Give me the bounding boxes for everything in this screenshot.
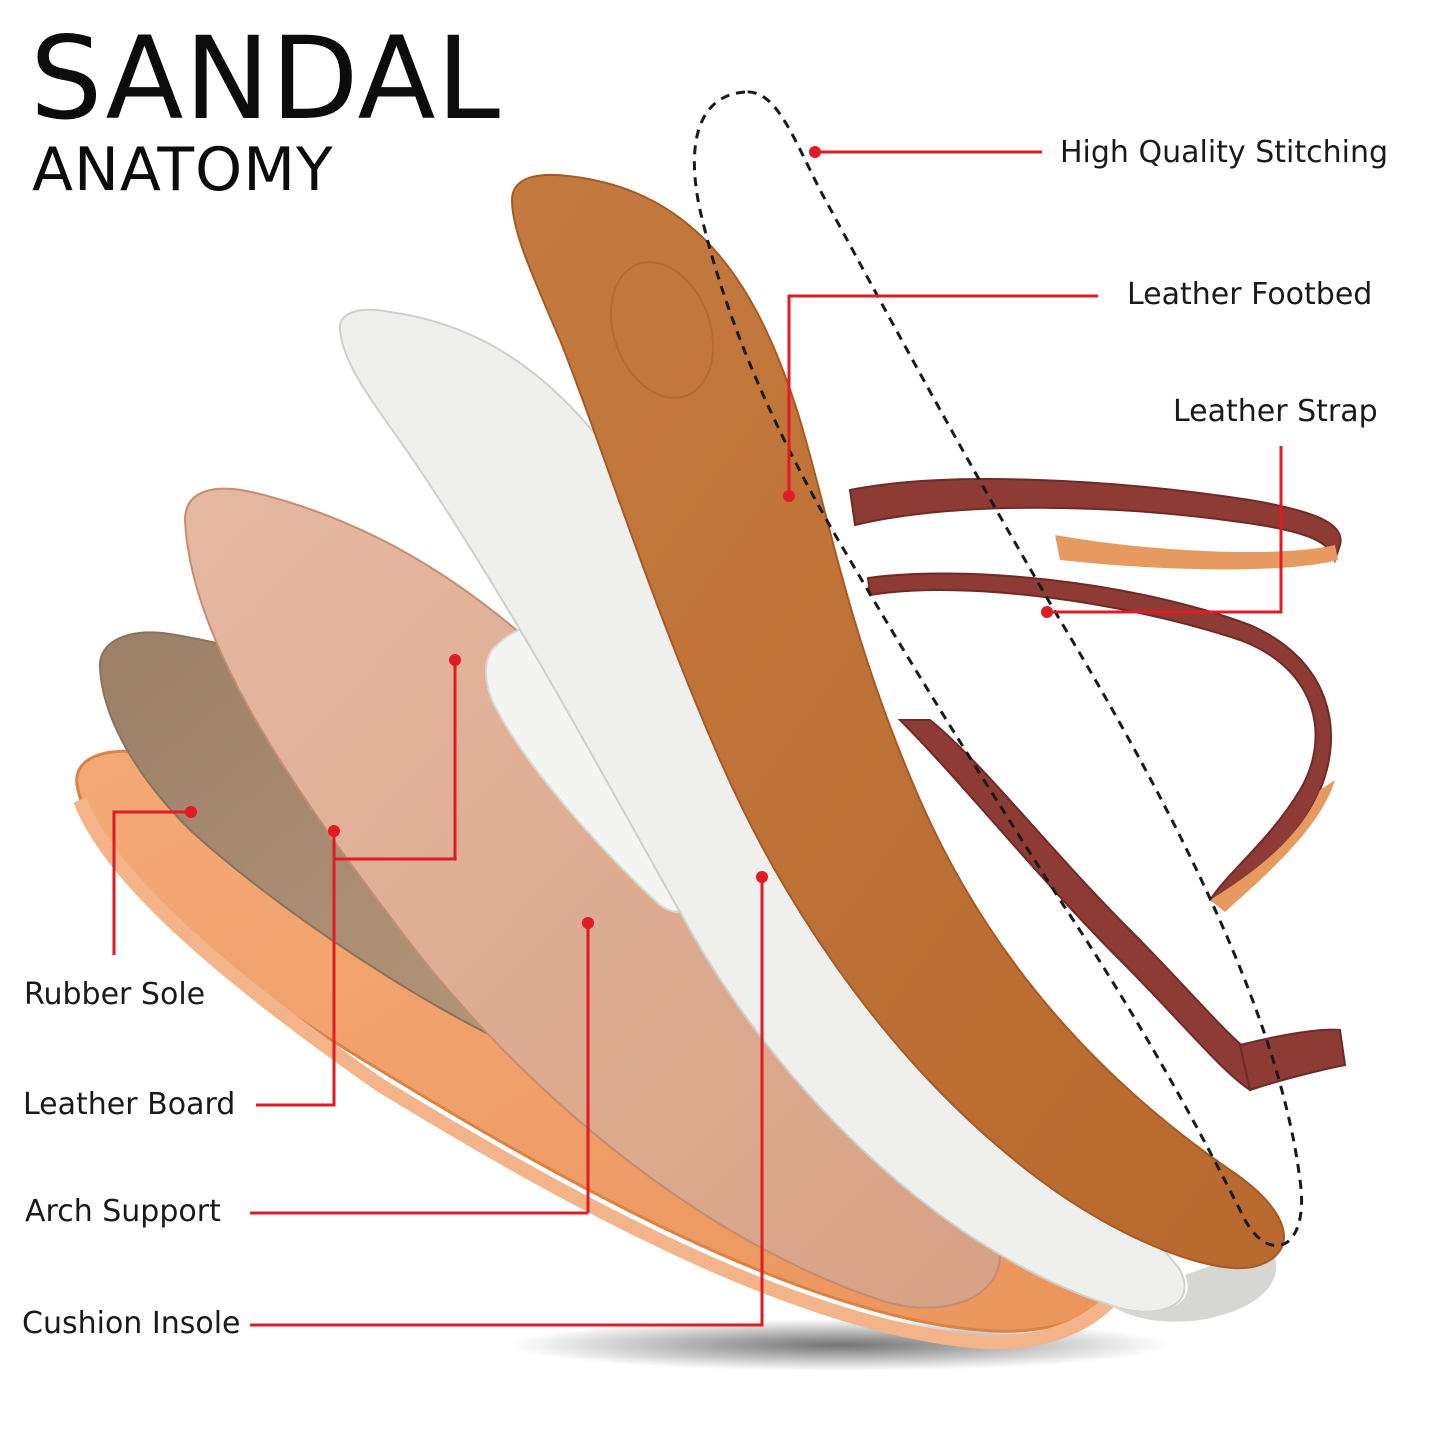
dot-cork xyxy=(449,654,461,666)
leather-strap-upper-tan xyxy=(1055,535,1338,570)
leader-lines xyxy=(112,150,1283,1327)
label-cushion-insole: Cushion Insole xyxy=(22,1306,241,1341)
leader-rubber-sole xyxy=(112,810,191,955)
rubber-sole-edge xyxy=(73,797,1147,1350)
stitching-dashed-outline xyxy=(692,90,1303,1248)
leader-dots xyxy=(185,146,1053,929)
label-rubber-sole: Rubber Sole xyxy=(24,977,206,1012)
leather-strap-middle-tan xyxy=(1210,780,1335,912)
label-leather-footbed: Leather Footbed xyxy=(1127,277,1373,312)
label-leather-board: Leather Board xyxy=(23,1087,236,1122)
dot-leather-board xyxy=(328,825,340,837)
dot-arch-support xyxy=(582,917,594,929)
leather-footbed-layer xyxy=(510,173,1285,1270)
dot-strap xyxy=(1041,606,1053,618)
label-high-quality-stitching: High Quality Stitching xyxy=(1060,135,1389,170)
leather-toe-loop xyxy=(1238,1028,1347,1092)
leader-footbed xyxy=(787,294,1098,496)
label-leather-strap: Leather Strap xyxy=(1173,394,1378,429)
leader-leather-board xyxy=(256,831,336,1107)
leather-strap-upper xyxy=(848,478,1342,564)
dot-cushion-insole xyxy=(756,871,768,883)
dot-stitching xyxy=(809,146,821,158)
leader-strap xyxy=(1047,446,1283,614)
diagram-title: SANDAL xyxy=(30,12,502,145)
leader-cork-join xyxy=(334,660,457,861)
leader-cushion-insole xyxy=(250,877,764,1327)
footbed-logo-emboss xyxy=(609,261,715,399)
diagram-subtitle: ANATOMY xyxy=(32,135,334,205)
label-arch-support: Arch Support xyxy=(25,1194,221,1229)
dot-footbed xyxy=(783,490,795,502)
dot-rubber-sole xyxy=(185,806,197,818)
